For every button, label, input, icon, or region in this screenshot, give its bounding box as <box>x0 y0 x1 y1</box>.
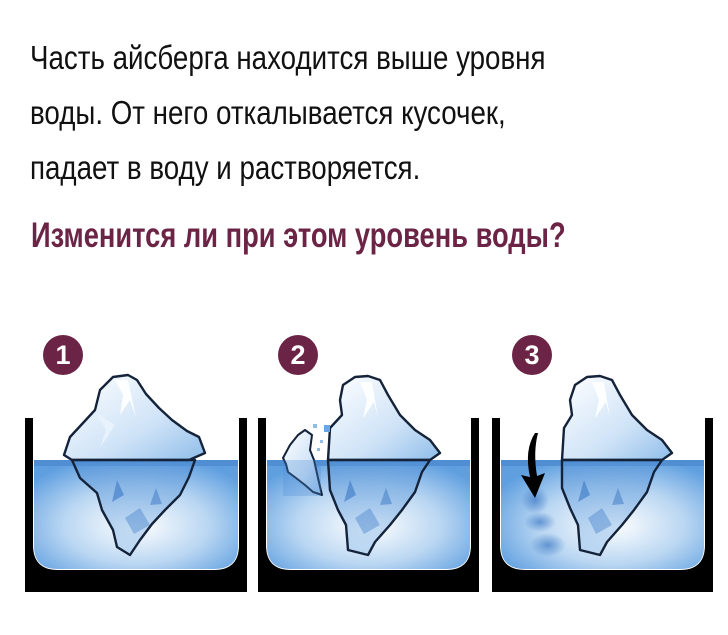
iceberg-icon <box>560 374 674 462</box>
iceberg-underwater <box>326 458 432 557</box>
tank-illustration <box>25 373 247 592</box>
ice-debris <box>317 448 320 451</box>
iceberg-icon <box>62 373 207 462</box>
step-badge: 2 <box>278 335 318 375</box>
intro-line: падает в воду и растворяется. <box>30 149 421 186</box>
dissolving-ice <box>521 486 549 514</box>
step-badge: 1 <box>43 335 83 375</box>
step-number: 2 <box>290 339 306 370</box>
panel-3: 3 <box>480 320 713 600</box>
iceberg-underwater <box>70 458 197 557</box>
panel-1: 1 <box>20 320 250 600</box>
panel-2: 2 <box>250 320 480 600</box>
tank-wall <box>492 418 713 592</box>
intro-line: воды. От него откалывается кусочек, <box>30 94 506 131</box>
tank-illustration <box>258 374 479 592</box>
tank-wall <box>25 418 247 592</box>
ice-debris <box>313 424 317 428</box>
tank-illustration <box>492 374 713 592</box>
step-number: 1 <box>55 339 71 370</box>
ice-chunk <box>282 429 323 496</box>
step-number: 3 <box>524 339 540 370</box>
iceberg-underwater <box>560 458 664 557</box>
ice-debris <box>324 425 330 432</box>
intro-text: Часть айсберга находится выше уровня вод… <box>30 30 601 195</box>
ice-debris <box>320 440 323 443</box>
down-arrow-icon <box>521 433 545 498</box>
iceberg-icon <box>326 374 442 462</box>
intro-line: Часть айсберга находится выше уровня <box>30 39 546 76</box>
question-heading: Изменится ли при этом уровень воды? <box>31 216 566 255</box>
tank-wall <box>258 418 479 592</box>
step-badge: 3 <box>512 335 552 375</box>
